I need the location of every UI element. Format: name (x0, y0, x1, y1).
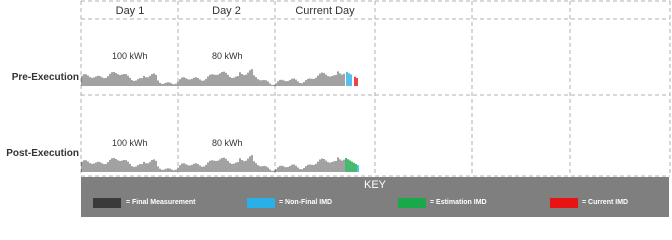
key-title: KEY (363, 179, 386, 191)
non-final-imd-label: = Non-Final IMD (279, 199, 333, 206)
pre-execution-imd (346, 72, 358, 86)
non-final-imd-swatch (247, 198, 275, 208)
post-execution-waveform (81, 155, 345, 172)
estimation-imd-label: = Estimation IMD (430, 199, 487, 206)
column-label-day-2: Day 2 (212, 5, 241, 17)
diagram: Day 1 Day 2 Current Day Pre-Execution Po… (6, 0, 671, 217)
estimation-imd-swatch (398, 198, 426, 208)
column-label-day-1: Day 1 (115, 5, 145, 17)
key-panel: KEY = Final Measurement = Non-Final IMD … (81, 177, 669, 217)
annotation-day1-pre: 100 kWh (112, 51, 148, 61)
column-label-current-day: Current Day (295, 5, 355, 17)
row-label-post-execution: Post-Execution (6, 148, 79, 159)
timeline-grid (80, 0, 671, 177)
annotation-day2-pre: 80 kWh (212, 51, 243, 61)
annotation-day1-post: 100 kWh (112, 138, 148, 148)
pre-execution-waveform (81, 69, 345, 86)
current-imd-label: = Current IMD (582, 199, 629, 206)
current-imd-swatch (550, 198, 578, 208)
post-execution-imd (345, 158, 359, 172)
row-label-pre-execution: Pre-Execution (11, 72, 79, 83)
final-measurement-swatch (93, 198, 121, 208)
annotation-day2-post: 80 kWh (212, 138, 243, 148)
final-measurement-label: = Final Measurement (126, 199, 196, 206)
